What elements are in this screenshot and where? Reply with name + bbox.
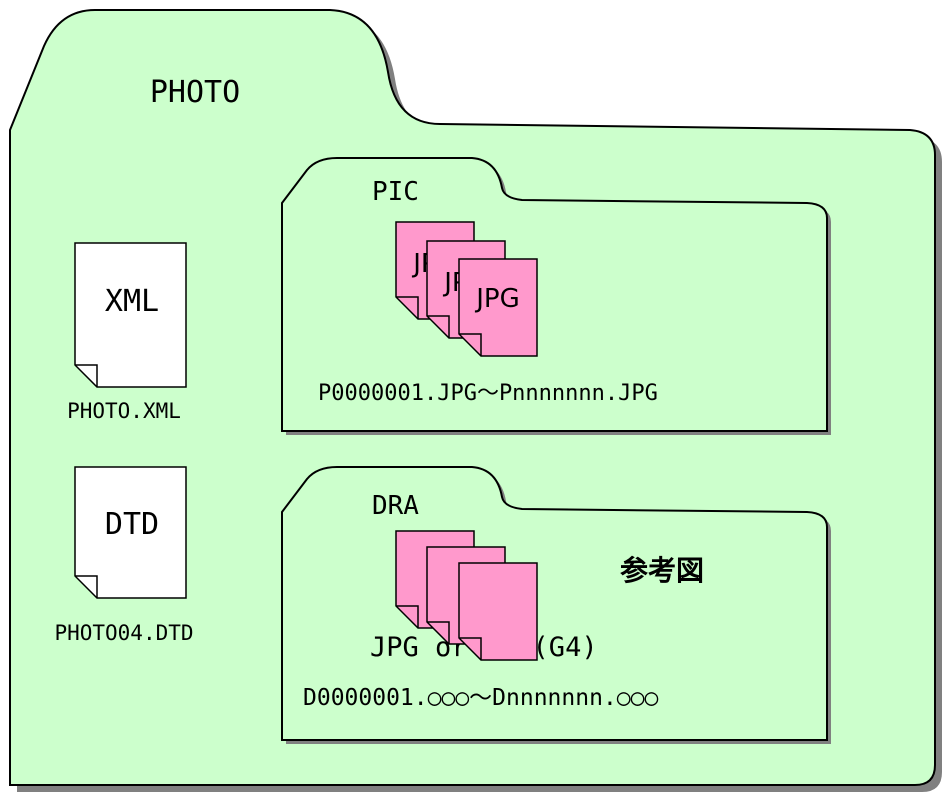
jpg-image-file-icons: JPG JPG JPG — [395, 221, 538, 357]
dtd-document-icon: DTD — [74, 466, 187, 599]
drawing-file-icon — [458, 562, 538, 661]
file-photo04-dtd[interactable]: DTD PHOTO04.DTD — [54, 466, 194, 645]
dtd-icon-label: DTD — [105, 507, 159, 542]
xml-document-icon: XML — [74, 242, 187, 388]
dtd-filename: PHOTO04.DTD — [54, 621, 193, 645]
folder-dra-label: DRA — [372, 491, 419, 521]
svg-text:JPG: JPG — [474, 284, 520, 314]
folder-pic-label: PIC — [372, 177, 419, 207]
jpg-file-icon: JPG — [458, 258, 538, 357]
reference-note: 参考図 — [620, 554, 704, 587]
xml-icon-label: XML — [105, 284, 159, 319]
pic-file-range: P0000001.JPG～Pnnnnnnn.JPG — [318, 381, 658, 406]
folder-photo-label: PHOTO — [150, 75, 240, 110]
dra-file-range: D0000001.○○○～Dnnnnnnn.○○○ — [303, 685, 658, 711]
xml-filename: PHOTO.XML — [67, 399, 181, 423]
folder-dra[interactable]: DRA JPG or TIF(G4) 参考図 D0000001.○○○～Dnnn… — [281, 466, 831, 744]
folder-photo[interactable]: PHOTO — [9, 9, 942, 792]
folder-pic[interactable]: PIC JPG JPG JPG P0000001.JPG～Pnnnnnnn.JP… — [281, 157, 831, 435]
file-photo-xml[interactable]: XML PHOTO.XML — [67, 242, 187, 423]
